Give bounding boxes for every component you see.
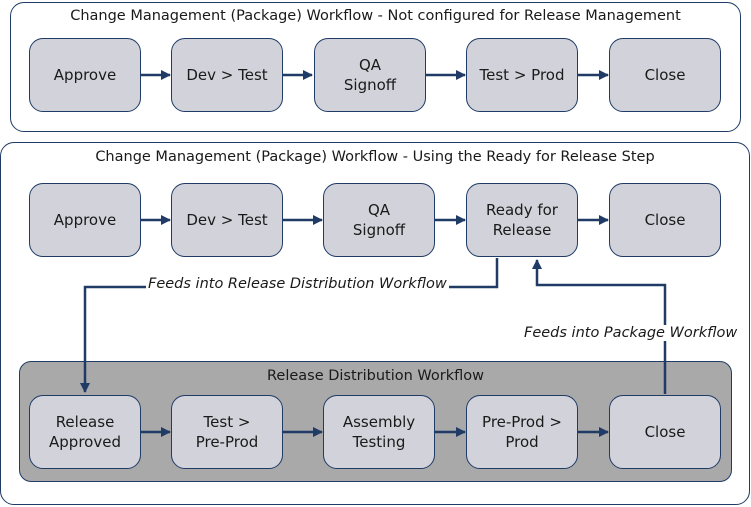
node-close[interactable]: Close — [609, 183, 721, 257]
node-test-pre-prod[interactable]: Test > Pre-Prod — [171, 395, 283, 469]
node-dev-test[interactable]: Dev > Test — [171, 183, 283, 257]
panel-title: Change Management (Package) Workflow - U… — [95, 149, 655, 165]
label-feeds-package: Feeds into Package Workflow — [522, 325, 740, 341]
node-assembly-testing[interactable]: Assembly Testing — [323, 395, 435, 469]
panel-title: Release Distribution Workflow — [266, 368, 485, 384]
node-close[interactable]: Close — [609, 395, 721, 469]
node-ready-for-release[interactable]: Ready for Release — [466, 183, 578, 257]
node-test-prod[interactable]: Test > Prod — [466, 38, 578, 112]
node-close[interactable]: Close — [609, 38, 721, 112]
node-dev-test[interactable]: Dev > Test — [171, 38, 283, 112]
node-qa-signoff[interactable]: QA Signoff — [314, 38, 426, 112]
label-feeds-release: Feeds into Release Distribution Workflow — [146, 276, 449, 292]
node-release-approved[interactable]: Release Approved — [29, 395, 141, 469]
node-qa-signoff[interactable]: QA Signoff — [323, 183, 435, 257]
node-approve[interactable]: Approve — [29, 183, 141, 257]
panel-title: Change Management (Package) Workflow - N… — [70, 8, 681, 24]
node-approve[interactable]: Approve — [29, 38, 141, 112]
node-pre-prod-prod[interactable]: Pre-Prod > Prod — [466, 395, 578, 469]
